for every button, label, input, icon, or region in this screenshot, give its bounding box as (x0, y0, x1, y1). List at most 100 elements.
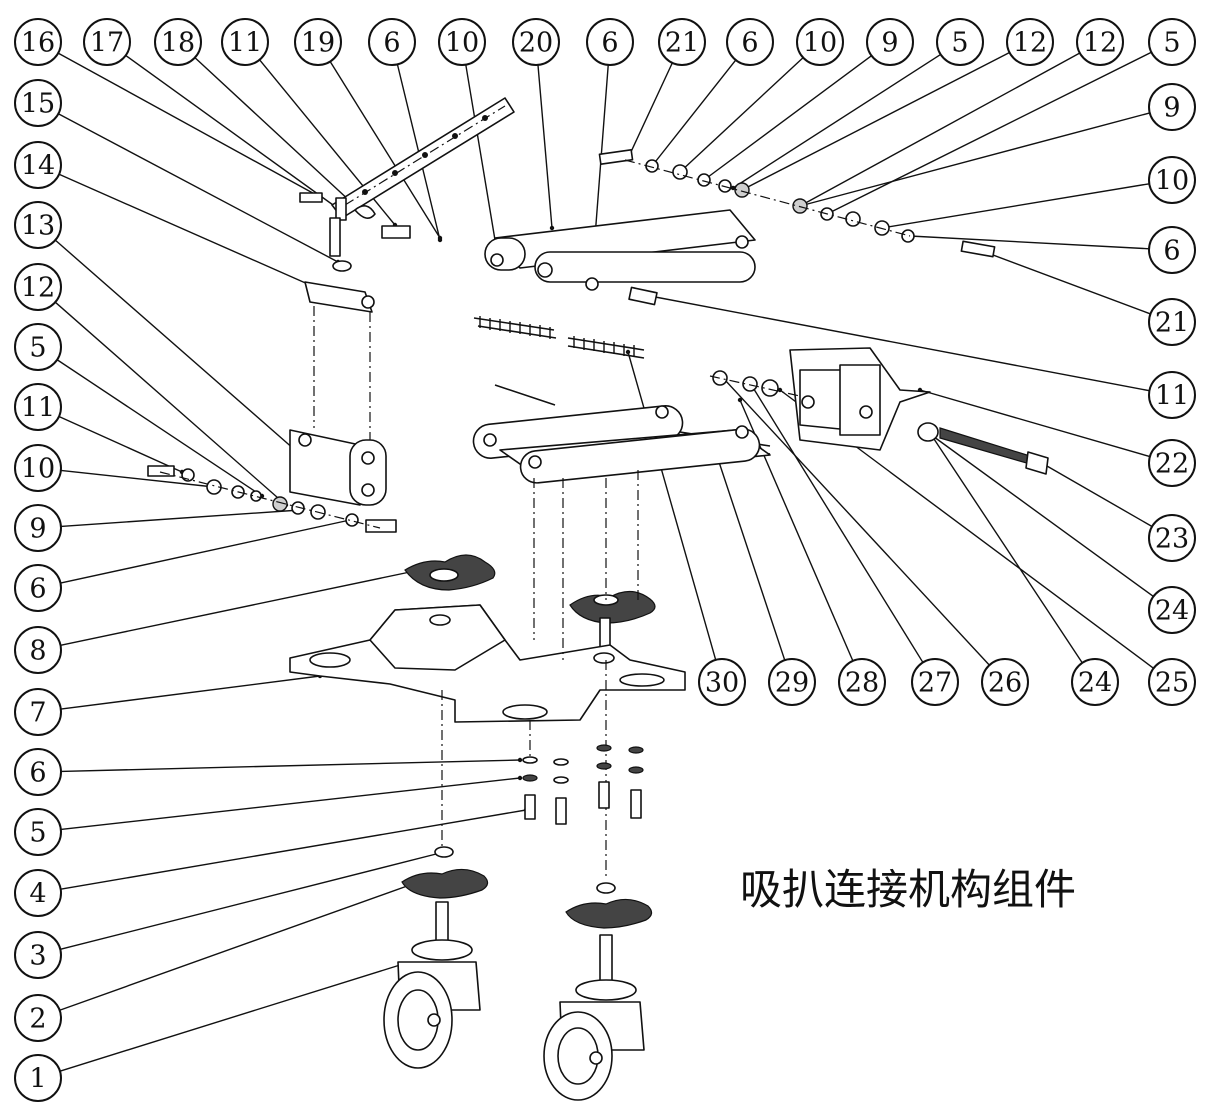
callout-30: 30 (698, 658, 746, 706)
callout-number: 17 (90, 28, 124, 59)
callout-circle (586, 18, 634, 66)
left-link-block (289, 281, 387, 506)
leader-line (60, 571, 411, 646)
callout-circle (14, 748, 62, 796)
callout-6: 6 (14, 564, 62, 612)
callout-circle (14, 994, 62, 1042)
middle-link-plate (472, 405, 771, 484)
leader-line (59, 884, 411, 1011)
callout-circle (438, 18, 486, 66)
leader-line (194, 57, 366, 216)
callout-number: 6 (383, 28, 400, 59)
callout-6: 6 (368, 18, 416, 66)
callout-number: 20 (519, 28, 553, 59)
callout-number: 6 (741, 28, 758, 59)
leader-arrowhead (437, 237, 443, 243)
callout-circle (1071, 658, 1119, 706)
callout-circle (1148, 439, 1196, 487)
callout-number: 7 (29, 698, 46, 729)
callout-number: 24 (1078, 668, 1112, 699)
callout-circle (838, 658, 886, 706)
callout-22: 22 (1148, 439, 1196, 487)
callout-number: 16 (21, 28, 55, 59)
left-fasteners (147, 465, 397, 533)
callout-number: 21 (1155, 308, 1189, 339)
callout-number: 10 (1155, 166, 1189, 197)
callout-circle (14, 564, 62, 612)
callout-circle (14, 263, 62, 311)
callout-number: 23 (1155, 524, 1189, 555)
callout-7: 7 (14, 688, 62, 736)
callout-number: 6 (1163, 236, 1180, 267)
callout-circle (294, 18, 342, 66)
bolt-and-washer (917, 422, 1049, 475)
callout-circle (14, 141, 62, 189)
callout-number: 5 (951, 28, 968, 59)
leader-line (60, 777, 521, 831)
callout-10: 10 (796, 18, 844, 66)
callout-number: 21 (665, 28, 699, 59)
callout-circle (368, 18, 416, 66)
callout-number: 9 (1163, 93, 1180, 124)
leader-line (703, 55, 872, 181)
leader-line (60, 851, 445, 951)
callout-circle (14, 18, 62, 66)
callout-number: 11 (228, 28, 262, 59)
callout-number: 27 (918, 668, 952, 699)
callout-circle (1148, 83, 1196, 131)
leader-line (909, 235, 1150, 250)
pin-clip-parts (299, 192, 411, 272)
leader-line (984, 251, 1151, 315)
leader-line (751, 385, 924, 663)
leader-arrowhead (549, 225, 555, 231)
callout-number: 5 (29, 818, 46, 849)
callout-number: 26 (988, 668, 1022, 699)
callout-circle (14, 79, 62, 127)
callout-6: 6 (586, 18, 634, 66)
leader-line (60, 675, 321, 710)
callout-circle (768, 658, 816, 706)
right-caster (543, 882, 653, 1101)
callout-number: 6 (601, 28, 618, 59)
callout-17: 17 (83, 18, 131, 66)
callout-circle (981, 658, 1029, 706)
leader-line (826, 51, 1152, 215)
callout-28: 28 (838, 658, 886, 706)
callout-12: 12 (14, 263, 62, 311)
callout-circle (911, 658, 959, 706)
callout-19: 19 (294, 18, 342, 66)
base-plate (289, 604, 686, 723)
callout-27: 27 (911, 658, 959, 706)
leader-line (919, 389, 1151, 458)
callout-25: 25 (1148, 658, 1196, 706)
callout-number: 11 (1155, 381, 1189, 412)
callout-circle (1148, 658, 1196, 706)
leader-line (649, 295, 1150, 392)
callout-circle (1148, 298, 1196, 346)
star-knob-upper-right (569, 590, 656, 659)
callout-number: 24 (1155, 596, 1189, 627)
leader-line (465, 64, 499, 259)
callout-5: 5 (14, 808, 62, 856)
callout-6: 6 (1148, 226, 1196, 274)
leader-line (59, 964, 401, 1072)
callout-20: 20 (512, 18, 560, 66)
callout-9: 9 (866, 18, 914, 66)
callout-12: 12 (1076, 18, 1124, 66)
leader-line (537, 64, 553, 229)
leader-line (60, 759, 521, 773)
callout-number: 18 (161, 28, 195, 59)
callout-circle (1076, 18, 1124, 66)
callout-21: 21 (658, 18, 706, 66)
callout-circle (14, 323, 62, 371)
callout-number: 9 (29, 514, 46, 545)
leader-arrowhead (737, 397, 743, 403)
callout-circle (14, 931, 62, 979)
callout-16: 16 (14, 18, 62, 66)
leader-line (58, 173, 311, 286)
callout-circle (14, 201, 62, 249)
diagram-title: 吸扒连接机构组件 (740, 865, 1076, 914)
callout-9: 9 (14, 504, 62, 552)
leader-arrowhead (517, 775, 523, 781)
callout-circle (14, 1054, 62, 1102)
